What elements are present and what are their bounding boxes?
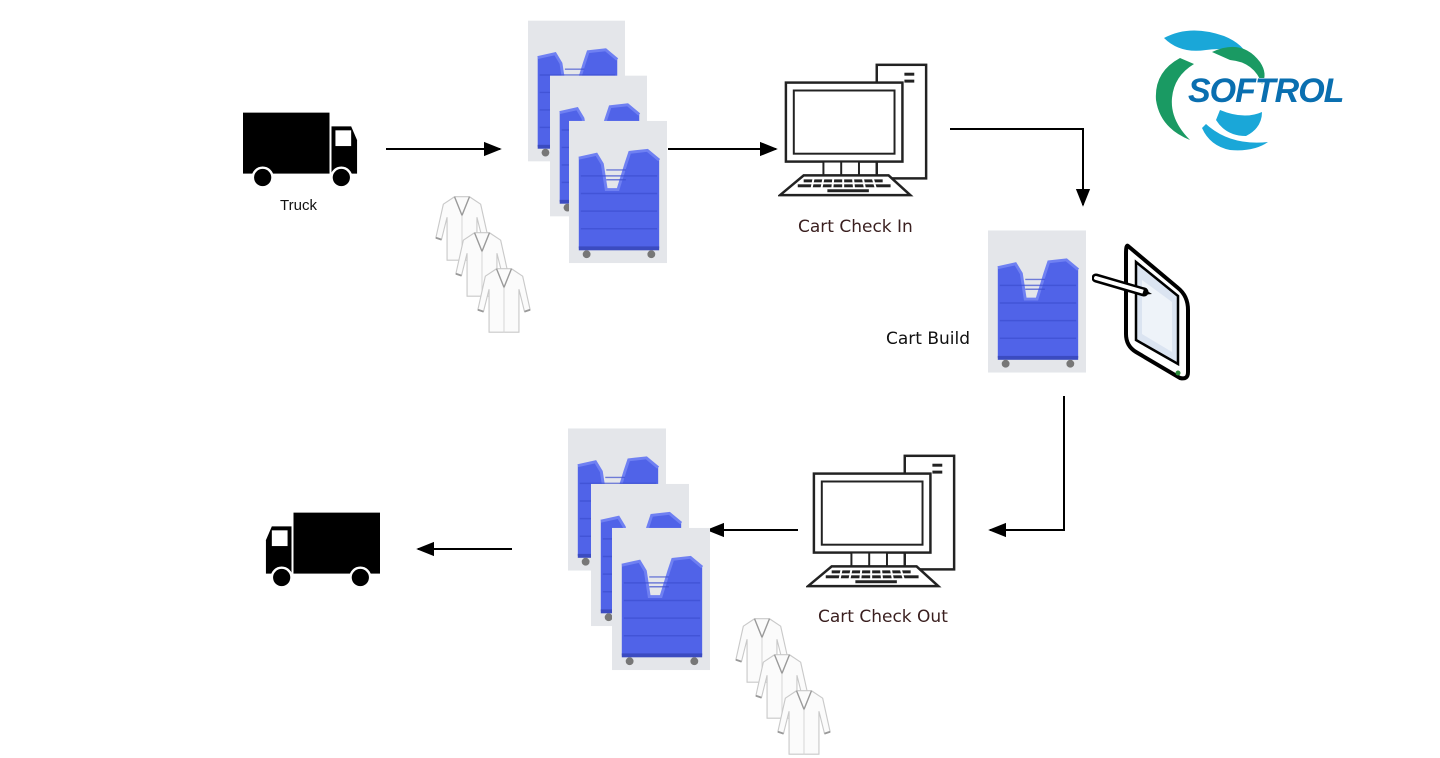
cart-check-out-label: Cart Check Out bbox=[818, 607, 948, 627]
truck-icon bbox=[243, 110, 361, 190]
tablet-stylus-icon bbox=[1092, 243, 1190, 381]
desktop-computer-icon bbox=[806, 453, 964, 588]
cart-check-in-label: Cart Check In bbox=[798, 217, 913, 237]
node-cart-build bbox=[988, 230, 1086, 373]
softrol-swirl-icon bbox=[1155, 30, 1268, 151]
node-truck-in bbox=[243, 110, 361, 190]
lab-coat-icon bbox=[476, 264, 532, 336]
cart-build-label: Cart Build bbox=[886, 329, 971, 349]
cart-icon bbox=[612, 527, 710, 671]
node-tablet bbox=[1092, 240, 1192, 382]
arrow-check-in-to-build bbox=[950, 128, 1091, 207]
cart-icon bbox=[569, 120, 667, 264]
cart-icon bbox=[988, 230, 1086, 373]
truck-label: Truck bbox=[280, 197, 317, 214]
node-carts-outgoing bbox=[568, 428, 718, 674]
desktop-computer-icon bbox=[778, 62, 936, 197]
softrol-logo: SOFTROL bbox=[1150, 28, 1360, 153]
node-cart-check-in bbox=[778, 62, 936, 197]
node-linens-outgoing bbox=[732, 614, 842, 754]
lab-coat-icon bbox=[776, 686, 832, 758]
node-cart-check-out bbox=[806, 453, 964, 588]
arrow-build-to-check-out bbox=[988, 396, 1065, 538]
truck-icon bbox=[262, 510, 380, 590]
node-linens-incoming bbox=[432, 192, 532, 342]
softrol-wordmark: SOFTROL bbox=[1187, 72, 1344, 111]
node-truck-out bbox=[262, 510, 380, 590]
node-carts-incoming bbox=[528, 18, 678, 266]
